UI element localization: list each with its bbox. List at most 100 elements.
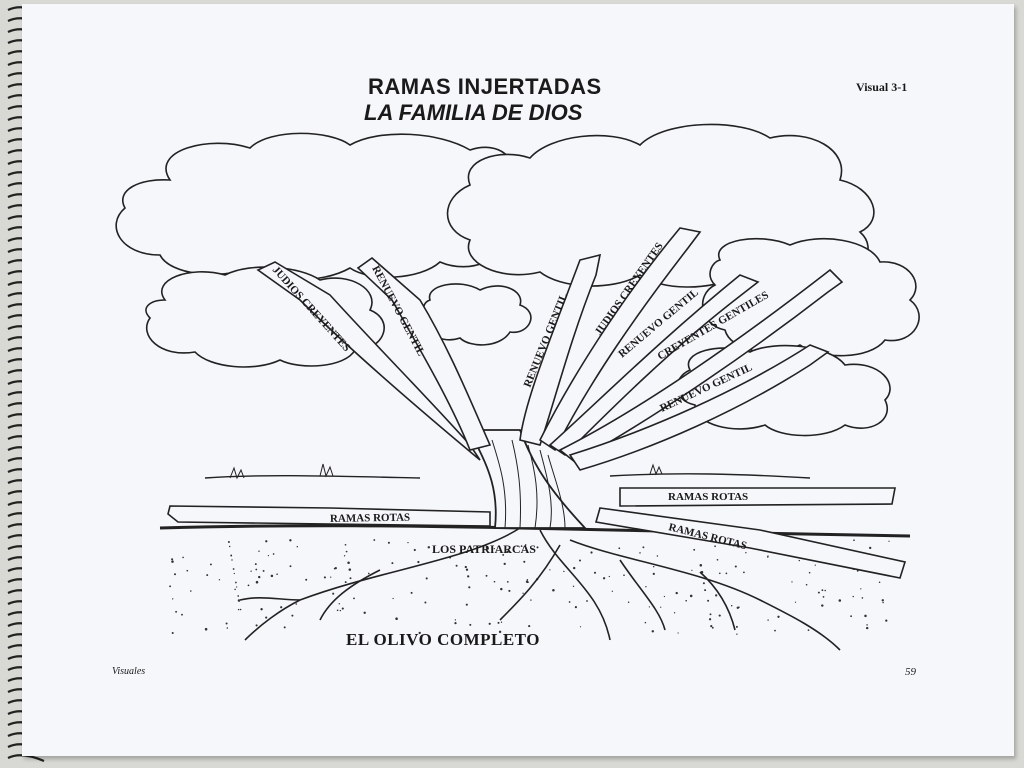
soil-dot [699,564,703,567]
soil-dot [258,575,261,579]
soil-dot [255,580,259,584]
soil-dot [424,601,427,604]
soil-dot [718,614,721,617]
soil-dot [652,565,655,568]
soil-dot [807,629,810,631]
soil-dot [227,541,230,543]
soil-dot [611,590,613,592]
soil-dot [618,547,621,550]
soil-dot [250,570,252,572]
label-los-patriarcas: LOS PATRIARCAS [432,542,536,556]
soil-dot [549,569,551,571]
soil-dot [333,567,336,570]
soil-dot [169,585,172,588]
soil-dot [707,599,710,602]
branch-creyentes-gentiles [558,268,844,463]
soil-dot [736,633,738,635]
soil-dot [345,550,348,553]
soil-dot [623,574,625,577]
soil-dot [171,560,174,563]
soil-dot [824,589,826,592]
soil-dot [860,588,862,590]
soil-dot [878,581,881,584]
soil-dot [485,574,488,577]
soil-dot [885,619,888,622]
branch-judios-creyentes-right [538,227,702,452]
soil-dot [258,550,260,552]
diagram-caption: EL OLIVO COMPLETO [346,630,540,649]
soil-dot [413,548,416,552]
soil-dot [347,561,350,565]
label-ramas-rotas-right-upper: RAMAS ROTAS [668,491,748,503]
soil-dot [234,588,236,591]
branches-right [519,227,844,471]
soil-dot [343,555,346,557]
soil-dot [230,554,233,557]
soil-dot [323,576,326,579]
soil-dot [704,589,707,592]
soil-dot [798,559,800,562]
soil-dot [627,601,630,603]
soil-dot [175,610,178,613]
soil-dot [186,569,189,572]
soil-dot [283,626,286,629]
soil-dot [425,577,428,580]
soil-dot [821,589,824,592]
soil-dot [218,579,221,581]
soil-dot [648,606,651,608]
soil-dot [239,608,242,611]
soil-dot [467,575,470,578]
soil-dot [563,570,565,573]
soil-dot [455,564,458,567]
soil-dot [572,585,575,588]
soil-dot [608,575,610,578]
soil-dot [500,621,503,623]
soil-dot [265,540,268,543]
soil-dot [660,606,662,608]
soil-dot [677,632,679,634]
soil-dot [852,595,854,598]
soil-dot [395,617,398,620]
soil-dot [469,623,472,626]
soil-dot [777,615,780,618]
soil-dot [642,546,645,549]
soil-dot [206,574,209,577]
soil-dot [280,606,283,609]
soil-dot [392,597,394,600]
branch-judios-creyentes-left [256,261,481,461]
soil-dot [861,597,864,599]
soil-dot [578,559,582,562]
soil-dot [766,556,769,558]
soil-dot [881,599,884,602]
soil-dot [231,559,233,561]
soil-dot [709,613,712,616]
soil-dot [236,586,238,588]
soil-dot [503,562,506,566]
soil-dot [339,609,342,612]
soil-dot [652,572,655,576]
soil-dot [330,576,332,578]
soil-dot [237,595,240,597]
soil-dot [291,614,294,617]
soil-dot [296,545,299,548]
soil-dot [454,619,457,621]
soil-dot [730,605,733,607]
soil-dot [272,553,275,555]
soil-dot [590,551,593,554]
soil-dot [718,572,721,575]
soil-dot [500,587,503,591]
soil-dot [190,590,192,592]
broken-branch-left [167,505,491,527]
grass-tufts [229,463,663,480]
soil-dot [817,591,820,594]
soil-dot [736,606,740,610]
soil-dot [418,631,421,635]
soil-dot [579,626,582,628]
soil-dot [725,572,728,575]
soil-dot [488,622,491,625]
soil-dot [289,565,292,568]
soil-dot [715,594,718,597]
label-ramas-rotas-left: RAMAS ROTAS [330,512,410,525]
soil-dot [181,613,183,616]
soil-dot [586,600,588,602]
